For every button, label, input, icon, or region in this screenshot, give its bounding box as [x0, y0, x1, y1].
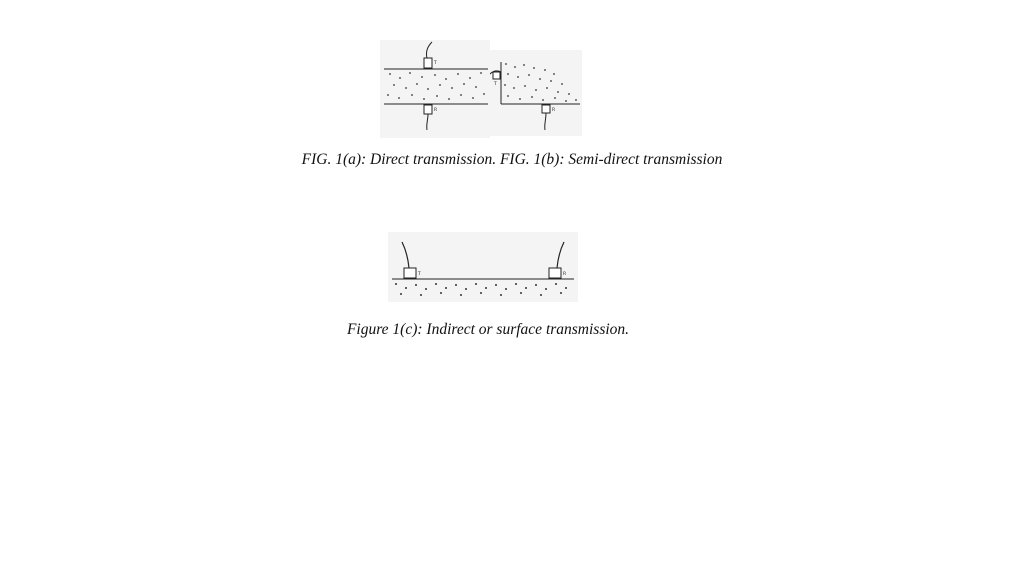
receiver-transducer — [548, 267, 562, 279]
aggregate-dots — [504, 63, 577, 102]
figure-1c-indirect-transmission: T R — [388, 232, 578, 302]
transducer-label-t: T — [417, 271, 421, 277]
figure-1a-direct-transmission: T R — [380, 40, 490, 138]
transducer-label-t: T — [493, 81, 497, 87]
transmitter-transducer — [403, 267, 417, 279]
receiver-transducer-bottom — [541, 104, 551, 114]
aggregate-dots — [395, 283, 567, 296]
transmitter-transducer-side — [492, 71, 501, 80]
transmitter-transducer-top — [423, 57, 433, 69]
aggregate-dots — [387, 72, 485, 100]
receiver-transducer-bottom — [423, 104, 433, 115]
figure-1b-semi-direct-transmission: T R — [490, 50, 582, 136]
figure-caption-ab: FIG. 1(a): Direct transmission. FIG. 1(b… — [301, 151, 723, 168]
transducer-label-r: R — [434, 107, 437, 113]
transducer-label-r: R — [563, 271, 566, 277]
figure-caption-c: Figure 1(c): Indirect or surface transmi… — [346, 321, 630, 338]
transducer-label-t: T — [433, 60, 437, 66]
transducer-label-r: R — [552, 107, 555, 113]
